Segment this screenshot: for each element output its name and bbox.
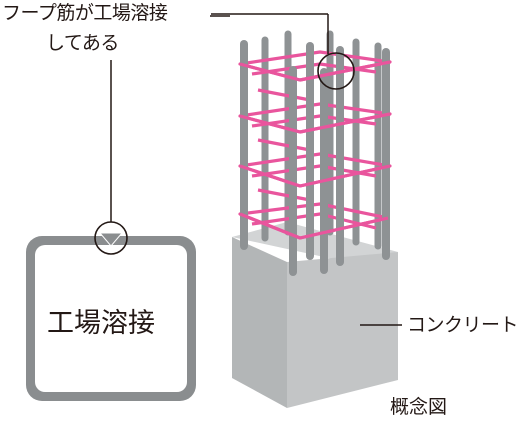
rebar-front xyxy=(240,40,390,276)
rebar-cage xyxy=(238,30,392,276)
callout-label-line2: してある xyxy=(46,32,119,54)
rebar-back xyxy=(261,30,382,250)
concrete-label: コンクリート xyxy=(407,314,519,336)
weld-point-icon xyxy=(98,232,124,247)
hoop-front-segments xyxy=(239,60,391,240)
concrete-block xyxy=(232,222,398,408)
callout-label-line1: フープ筋が工場溶接 xyxy=(2,2,168,24)
diagram-caption: 概念図 xyxy=(390,396,448,418)
weld-box-label: 工場溶接 xyxy=(47,308,155,339)
hoop-frame-cross-section xyxy=(26,236,196,401)
cage-weld-magnify-circle xyxy=(317,52,355,90)
